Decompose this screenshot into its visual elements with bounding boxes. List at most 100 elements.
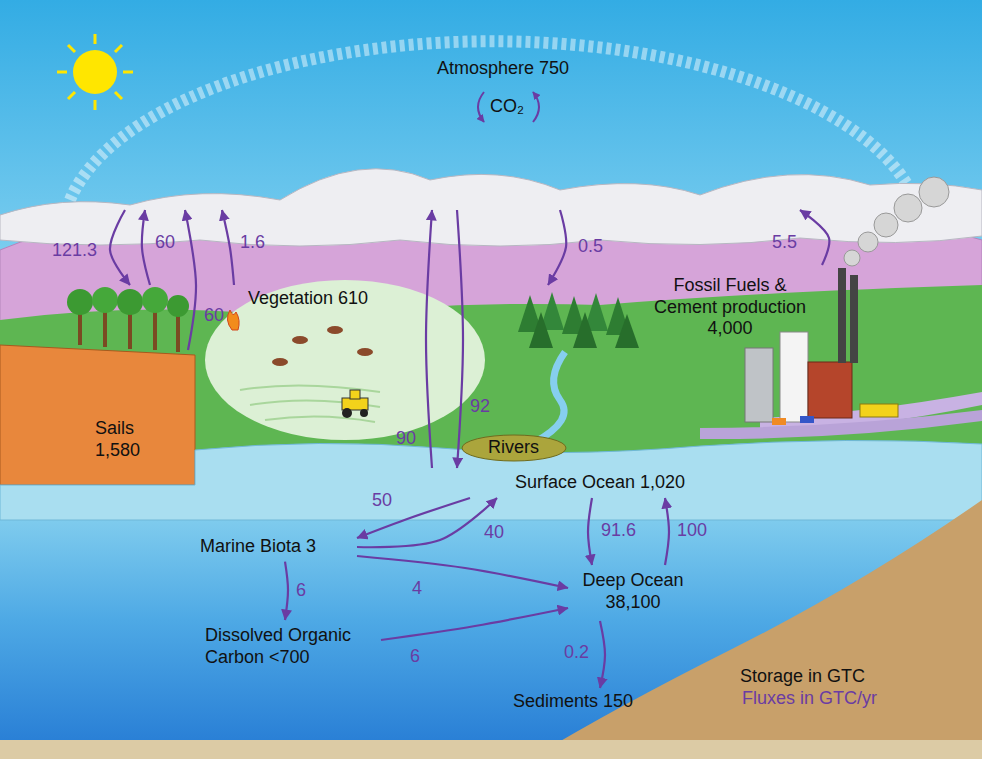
sun-rays bbox=[57, 34, 133, 110]
river-label-holder: Rivers bbox=[488, 437, 539, 459]
flux-value: 0.2 bbox=[564, 642, 589, 664]
river-mouth bbox=[462, 435, 566, 461]
flux-value: 92 bbox=[470, 396, 490, 418]
flux-arrow bbox=[588, 498, 592, 565]
reservoir-label: Fossil Fuels & Cement production 4,000 bbox=[645, 275, 815, 340]
soil-reservoir: Sails 1,580 bbox=[0, 350, 195, 485]
cloud-layer bbox=[0, 169, 982, 246]
flux-label-holder: 90 bbox=[396, 428, 416, 450]
flux-value: 60 bbox=[204, 305, 224, 327]
chemical-formula-holder: CO₂ bbox=[490, 96, 524, 118]
tractor-cab bbox=[350, 390, 360, 399]
building bbox=[745, 348, 773, 422]
marine-biota-reservoir: Marine Biota 3 bbox=[195, 533, 357, 562]
smoke bbox=[919, 177, 949, 207]
reservoir-label: Vegetation 610 bbox=[248, 288, 368, 310]
ground-base bbox=[0, 740, 982, 759]
flux-arrow bbox=[285, 562, 288, 620]
units-note: Storage in GTC bbox=[740, 666, 865, 688]
cow bbox=[327, 326, 343, 334]
flux-label-holder: 6 bbox=[410, 646, 420, 668]
flux-label-holder: 92 bbox=[470, 396, 490, 418]
river bbox=[535, 352, 565, 442]
reservoir-label: Sails 1,580 bbox=[95, 418, 157, 461]
reservoir-label: Deep Ocean 38,100 bbox=[573, 570, 693, 613]
car bbox=[772, 418, 786, 425]
flux-arrow bbox=[426, 210, 432, 468]
river-label: Rivers bbox=[488, 437, 539, 459]
flux-arrow bbox=[800, 210, 829, 265]
flux-value: 40 bbox=[484, 522, 504, 544]
pine-tree bbox=[529, 312, 553, 348]
tree-crown bbox=[142, 287, 168, 313]
reservoir-label: Sediments 150 bbox=[513, 691, 633, 713]
car bbox=[800, 416, 814, 423]
cow bbox=[357, 348, 373, 356]
flux-value: 6 bbox=[410, 646, 420, 668]
cow bbox=[272, 358, 288, 366]
chimney bbox=[850, 275, 858, 363]
flux-label-holder: 60 bbox=[155, 232, 175, 254]
flux-label-holder: 4 bbox=[412, 578, 422, 600]
reservoir-label: Atmosphere 750 bbox=[437, 58, 569, 80]
flux-arrow bbox=[457, 210, 463, 468]
flux-label-holder: 100 bbox=[677, 520, 707, 542]
flux-arrow bbox=[185, 210, 196, 350]
sky bbox=[0, 0, 982, 340]
truck bbox=[860, 404, 898, 417]
exchange-arrow bbox=[478, 92, 484, 122]
cow bbox=[292, 336, 308, 344]
sea-floor bbox=[530, 500, 982, 759]
flux-value: 100 bbox=[677, 520, 707, 542]
sun-disc bbox=[73, 50, 117, 94]
vegetation-reservoir: Vegetation 610 bbox=[60, 285, 640, 350]
pine-forest bbox=[518, 292, 639, 348]
chemical-formula: CO₂ bbox=[490, 96, 524, 118]
smoke bbox=[894, 194, 922, 222]
fossil-fuel-reservoir: Fossil Fuels & Cement production 4,000 bbox=[640, 265, 880, 410]
flux-arrow bbox=[357, 556, 568, 588]
furrow bbox=[265, 416, 375, 422]
sun-ray bbox=[57, 71, 67, 74]
smoke bbox=[858, 232, 878, 252]
pine-tree bbox=[573, 312, 597, 348]
flux-value: 1.6 bbox=[240, 232, 265, 254]
flux-value: 121.3 bbox=[52, 240, 97, 262]
farmland-hill bbox=[205, 280, 485, 440]
flux-arrow bbox=[600, 621, 605, 688]
sun-ray bbox=[68, 45, 75, 52]
flux-label-holder: 5.5 bbox=[772, 232, 797, 254]
flux-arrow bbox=[665, 498, 669, 565]
flux-value: 0.5 bbox=[578, 236, 603, 258]
sun-ray bbox=[123, 71, 133, 74]
flux-label-holder: 121.3 bbox=[52, 240, 97, 262]
tractor-wheel bbox=[360, 409, 368, 417]
tropical-trees bbox=[67, 287, 189, 352]
soil-block bbox=[0, 345, 195, 485]
flux-label-holder: 50 bbox=[372, 490, 392, 512]
exchange-arrow bbox=[533, 92, 539, 122]
sun bbox=[57, 34, 133, 110]
flux-value: 91.6 bbox=[601, 520, 636, 542]
sun-ray bbox=[68, 92, 75, 99]
tree-crown bbox=[92, 287, 118, 313]
smoke bbox=[874, 213, 898, 237]
flux-value: 50 bbox=[372, 490, 392, 512]
flux-label-holder: 0.5 bbox=[578, 236, 603, 258]
factory bbox=[808, 362, 852, 418]
pine-tree bbox=[615, 314, 639, 348]
flux-arrow bbox=[142, 210, 150, 285]
flux-label-holder: 6 bbox=[296, 580, 306, 602]
dissolved-organic-carbon-reservoir: Dissolved Organic Carbon <700 bbox=[200, 620, 381, 672]
reservoir-label: Marine Biota 3 bbox=[200, 536, 316, 558]
flux-label-holder: 40 bbox=[484, 522, 504, 544]
sun-ray bbox=[115, 45, 122, 52]
flux-value: 60 bbox=[155, 232, 175, 254]
reservoir-label: Dissolved Organic Carbon <700 bbox=[205, 625, 375, 668]
surface-ocean-reservoir: Surface Ocean 1,020 bbox=[420, 468, 775, 498]
tree-crown bbox=[67, 289, 93, 315]
sun-ray bbox=[94, 100, 97, 110]
flux-label-holder: 91.6 bbox=[601, 520, 636, 542]
tractor-wheel bbox=[342, 408, 352, 418]
sun-ray bbox=[94, 34, 97, 44]
